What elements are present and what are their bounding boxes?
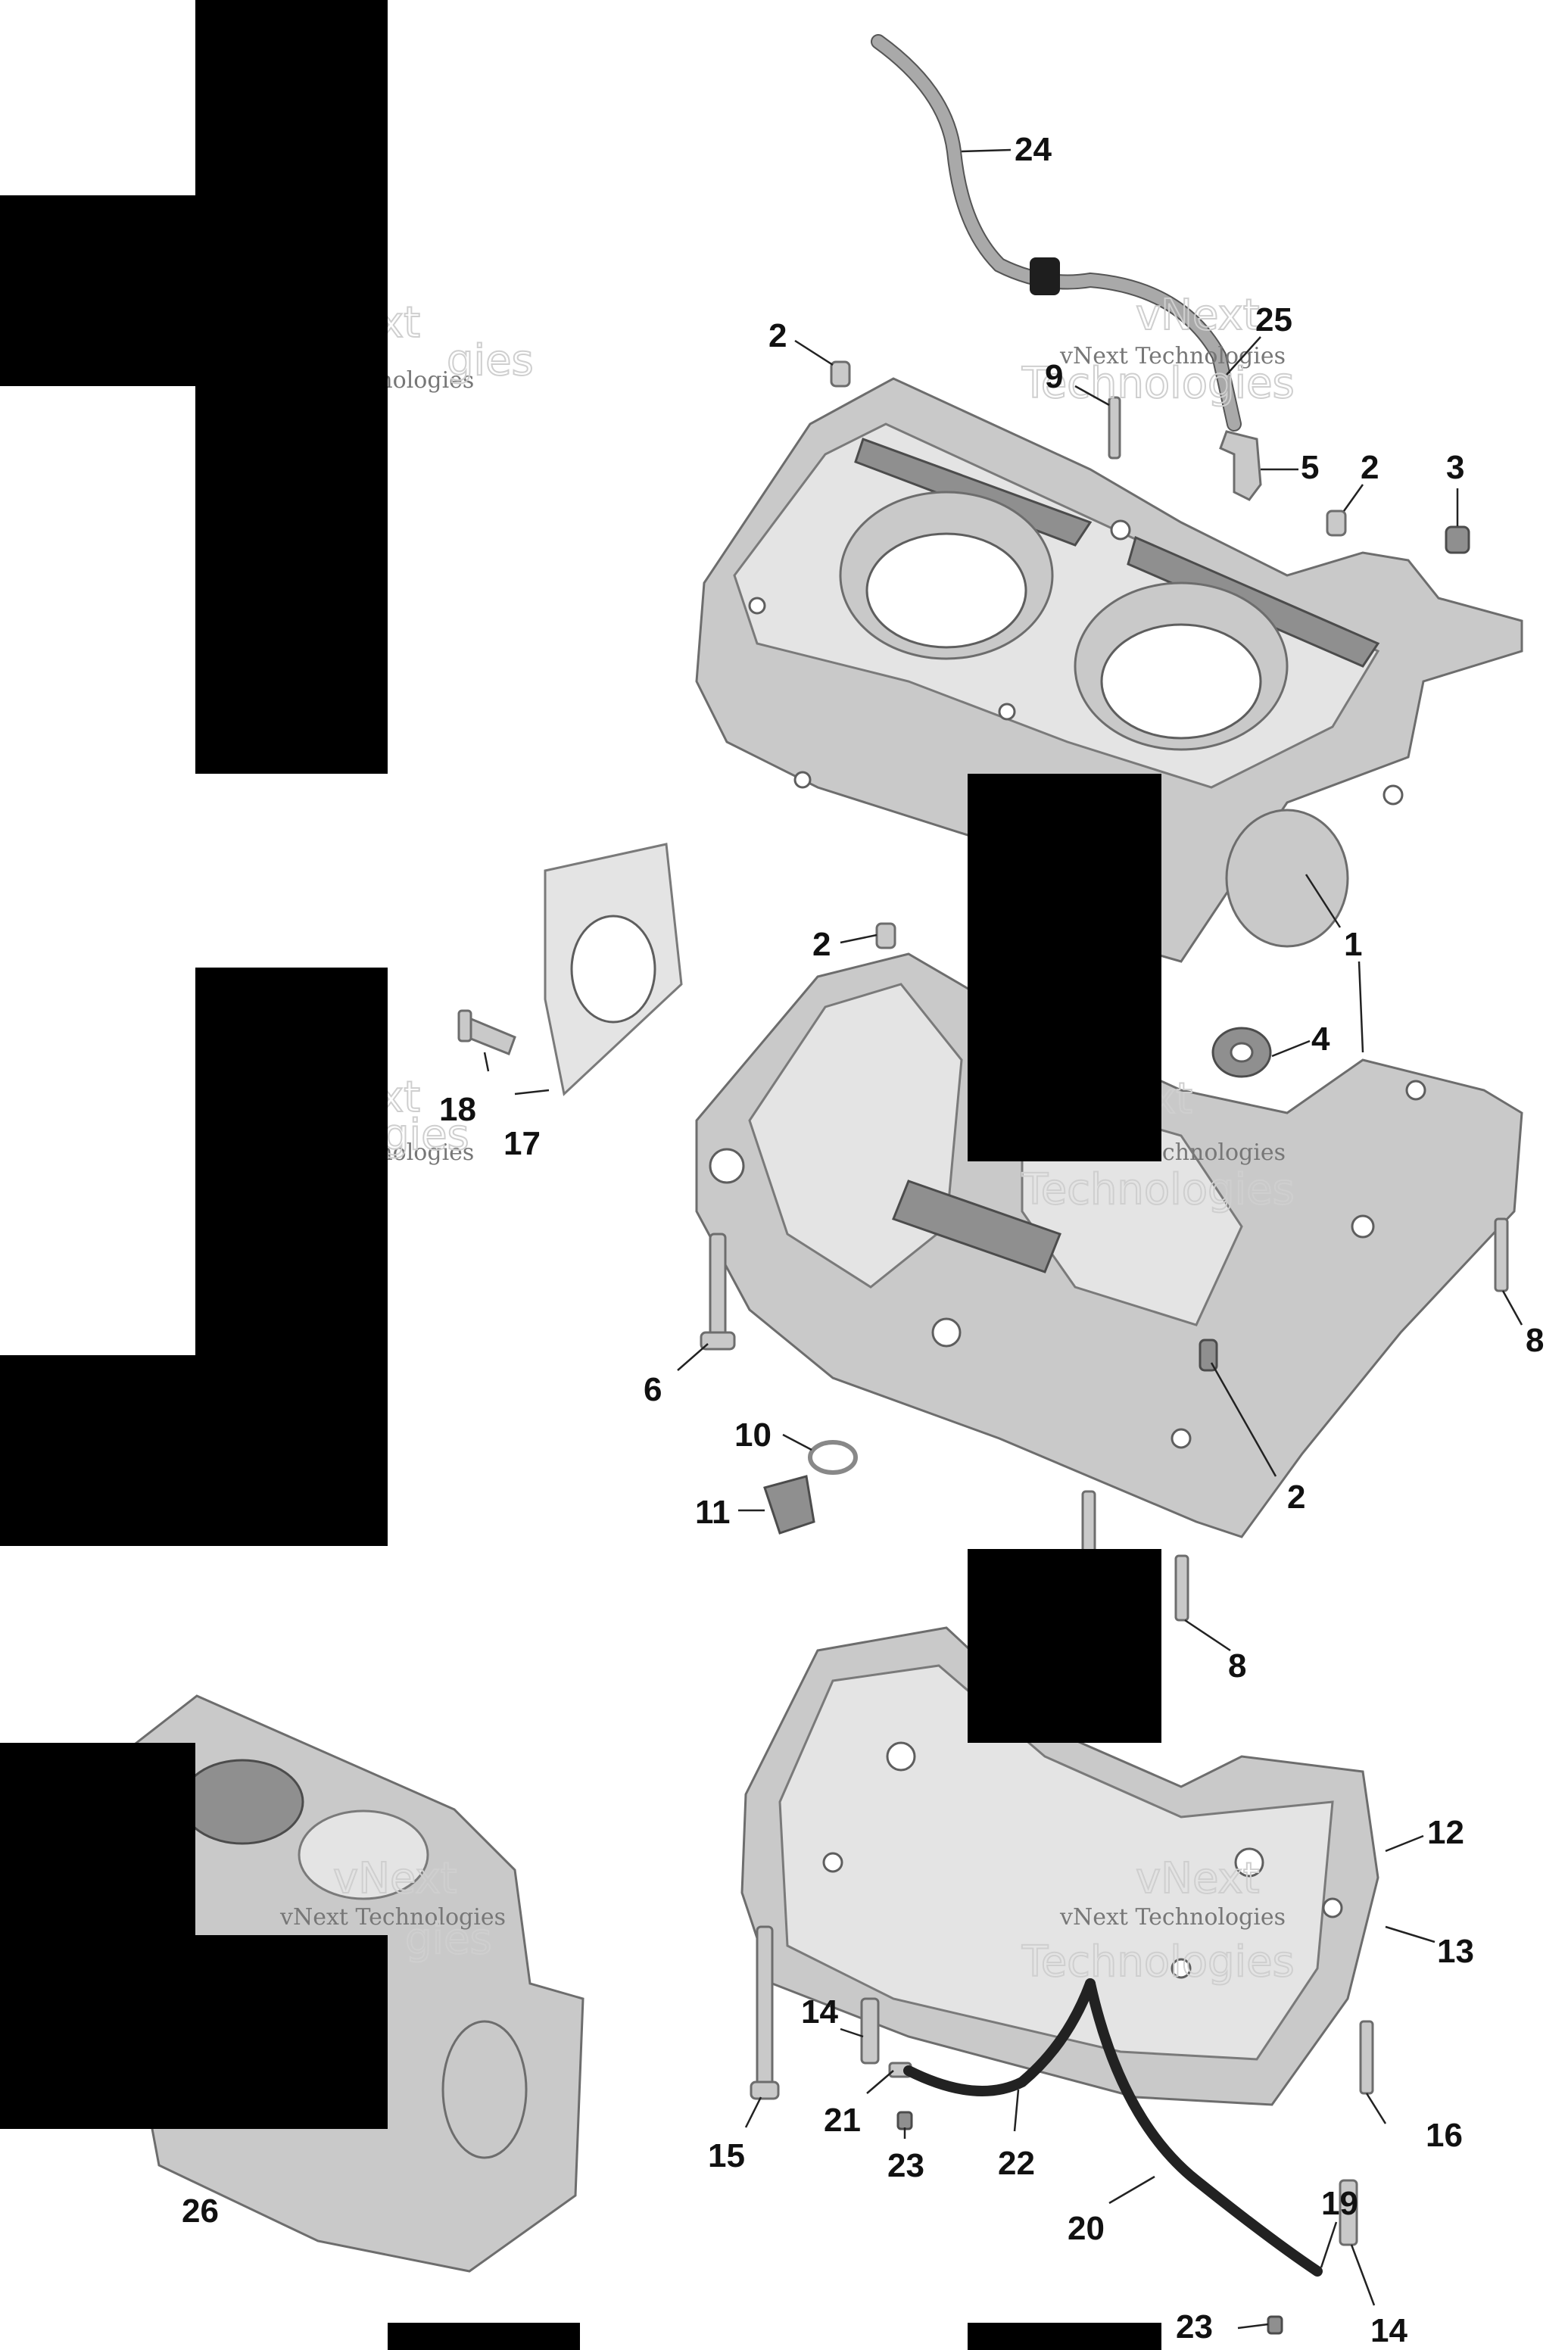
watermark-partial: gies — [447, 336, 534, 385]
callout-15: 15 — [708, 2137, 745, 2174]
callout-2: 2 — [1361, 449, 1379, 486]
callout-6: 6 — [644, 1371, 662, 1408]
bolt — [709, 1233, 727, 1342]
callout-9: 9 — [1045, 358, 1063, 395]
callout-3: 3 — [1446, 449, 1464, 486]
elbow-fitting — [1219, 430, 1262, 501]
callout-2: 2 — [812, 926, 831, 963]
clamp — [1267, 2315, 1283, 2335]
bolt — [1494, 1217, 1509, 1292]
callout-23: 23 — [887, 2147, 924, 2184]
stud — [1108, 396, 1121, 460]
watermark-company: vNext Technologies — [279, 1904, 506, 1931]
leader-lines — [483, 148, 1523, 2330]
callout-11: 11 — [695, 1494, 731, 1531]
upper-crankcase-half — [695, 377, 1523, 963]
callout-22: 22 — [998, 2145, 1035, 2182]
small-parts — [457, 360, 1509, 2335]
callout-2: 2 — [1287, 1479, 1305, 1516]
plug — [1445, 525, 1470, 554]
callout-2: 2 — [768, 317, 787, 354]
callout-23: 23 — [1176, 2308, 1213, 2345]
redaction-block — [968, 1549, 1161, 1743]
watermark-word: Technologies — [1021, 1937, 1295, 1987]
redaction-block — [388, 2323, 580, 2350]
watermark-partial: gies — [405, 1915, 492, 1964]
lower-crankcase-half — [695, 952, 1523, 1538]
callout-25: 25 — [1255, 301, 1292, 338]
dowel-pin — [830, 360, 851, 388]
callout-4: 4 — [1311, 1021, 1330, 1058]
callout-26: 26 — [182, 2193, 219, 2230]
clamp — [896, 2111, 913, 2130]
redaction-block — [0, 0, 388, 774]
oil-hose-short — [903, 1978, 1096, 2096]
callout-19: 19 — [1321, 2185, 1358, 2222]
watermark-word: Technologies — [1021, 359, 1295, 408]
watermark-partial: gies — [382, 1111, 469, 1160]
oil-pan-cover — [740, 1626, 1379, 2106]
long-bolt — [756, 1925, 774, 2091]
callout-24: 24 — [1015, 131, 1052, 168]
watermark-word: Technologies — [1021, 1165, 1295, 1214]
redaction-block — [968, 2323, 1161, 2350]
watermark-word: vNext — [333, 1854, 457, 1903]
callout-21: 21 — [824, 2102, 861, 2139]
callout-20: 20 — [1068, 2210, 1105, 2247]
callout-14: 14 — [801, 1993, 838, 2031]
redaction-block — [0, 1743, 388, 2129]
redaction-block — [0, 968, 388, 1546]
oil-tube — [871, 34, 1242, 432]
oil-hose-long — [1085, 1978, 1323, 2277]
callout-12: 12 — [1427, 1814, 1464, 1851]
redaction-block — [968, 774, 1161, 1161]
watermark-company: vNext Technologies — [1059, 1904, 1286, 1931]
o-ring — [808, 1440, 858, 1475]
watermark-company: vNext Technologies — [1059, 343, 1286, 369]
callout-1: 1 — [1344, 926, 1362, 963]
dowel-pin — [1326, 510, 1347, 537]
callout-16: 16 — [1426, 2117, 1463, 2154]
drain-plug — [763, 1475, 815, 1535]
fitting — [1339, 2179, 1358, 2246]
callout-14: 14 — [1370, 2312, 1407, 2349]
callout-8: 8 — [1526, 1322, 1544, 1359]
watermark-word: vNext — [1136, 291, 1260, 340]
callout-labels: 24 25 2 9 5 2 3 1 2 4 18 17 6 8 2 10 11 … — [182, 131, 1544, 2349]
bolt — [1081, 1490, 1096, 1557]
watermark-word: vNext — [1136, 1854, 1260, 1903]
callout-18: 18 — [439, 1091, 476, 1128]
bolt — [1174, 1554, 1189, 1622]
bolt — [1359, 2020, 1374, 2095]
fitting — [860, 1997, 880, 2065]
redaction-blocks — [0, 0, 1161, 2350]
callout-13: 13 — [1437, 1933, 1474, 1970]
callout-10: 10 — [734, 1417, 772, 1454]
callout-5: 5 — [1301, 449, 1319, 486]
dowel-pin — [875, 922, 896, 949]
callout-8: 8 — [1228, 1647, 1246, 1685]
callout-17: 17 — [503, 1125, 541, 1162]
